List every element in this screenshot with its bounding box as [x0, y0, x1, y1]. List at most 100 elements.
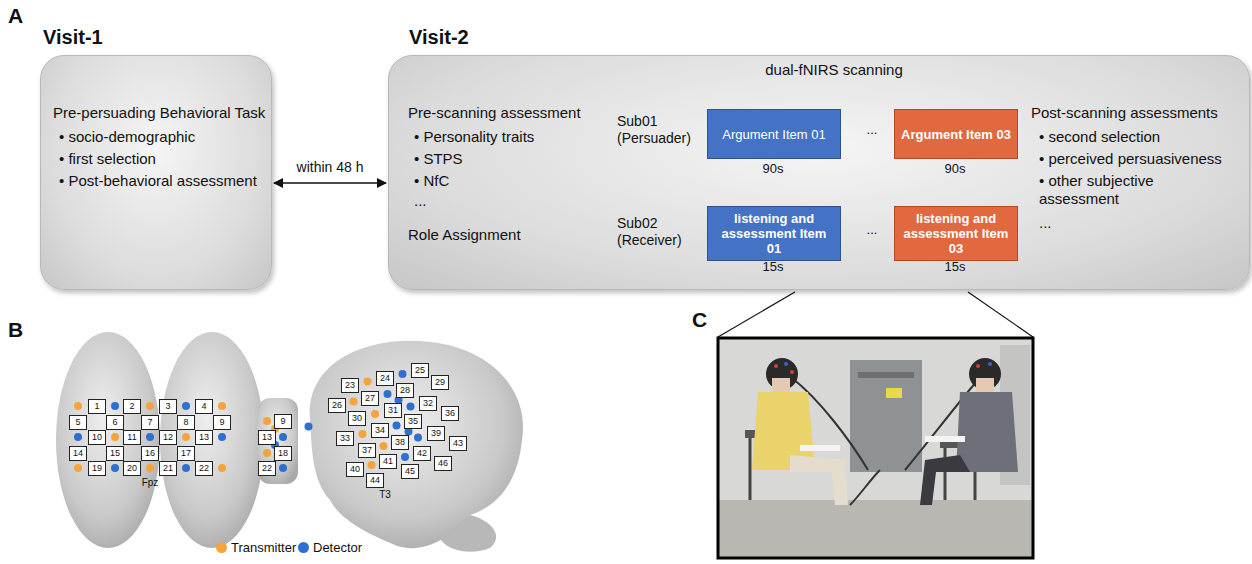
box-text: Argument Item 01: [722, 127, 825, 142]
optode-dot: [111, 433, 119, 441]
brain-lateral-view: [310, 341, 523, 552]
bullet-item: • first selection: [59, 150, 269, 168]
box-text: Argument Item 03: [901, 127, 1011, 142]
channel-number: 11: [123, 430, 141, 445]
legend-text: Transmitter: [231, 540, 296, 555]
section-heading: dual-fNIRS scanning: [719, 61, 949, 79]
optode-dot: [407, 403, 415, 411]
channel-number: 2: [123, 399, 141, 414]
channel-number: 4: [195, 399, 213, 414]
role-label: Sub02 (Receiver): [617, 215, 695, 249]
argument-box: Argument Item 01: [707, 109, 841, 159]
channel-number: 33: [336, 431, 354, 446]
optode-dot: [401, 453, 409, 461]
optode-dot: [414, 434, 422, 442]
channel-number: 3: [159, 399, 177, 414]
optode-dot: [364, 378, 372, 386]
optode-dot: [146, 402, 154, 410]
channel-number: 18: [274, 446, 292, 461]
bullet-item: • Post-behavioral assessment: [59, 172, 269, 190]
task-heading: Pre-persuading Behavioral Task: [53, 104, 268, 122]
channel-number: 10: [88, 430, 106, 445]
bullet-item: • perceived persuasiveness: [1039, 150, 1239, 168]
optode-dot: [279, 433, 287, 441]
section-heading: Pre-scanning assessment: [408, 104, 608, 122]
channel-number: 27: [361, 391, 379, 406]
channel-number: 23: [341, 378, 359, 393]
duration-label: 90s: [935, 161, 975, 176]
channel-number: 6: [106, 415, 124, 430]
channel-number: 29: [431, 375, 449, 390]
section-heading: Post-scanning assessments: [1031, 104, 1241, 122]
channel-number: 34: [371, 423, 389, 438]
channel-number: 25: [411, 363, 429, 378]
channel-number: 42: [413, 446, 431, 461]
box-text: listening and assessment Item 01: [713, 211, 835, 256]
optode-dot: [74, 433, 82, 441]
channel-number: 12: [159, 430, 177, 445]
box-text: listening and assessment Item 03: [900, 211, 1012, 256]
optode-dot: [218, 433, 226, 441]
channel-number: 5: [69, 415, 87, 430]
role-label: Sub01 (Persuader): [617, 113, 695, 147]
channel-number: 39: [427, 426, 445, 441]
legend-swatch: [298, 542, 309, 553]
channel-number: 22: [258, 461, 276, 476]
channel-number: 41: [379, 454, 397, 469]
ellipsis: ...: [852, 222, 892, 237]
channel-number: 17: [177, 446, 195, 461]
visit-panel: Visit-2dual-fNIRS scanningPre-scanning a…: [388, 55, 1250, 290]
channel-number: 20: [123, 461, 141, 476]
panel-letter: C: [692, 308, 707, 332]
landmark-label: Fpz: [135, 477, 165, 488]
ellipsis: ...: [852, 122, 892, 137]
optode-dot: [305, 423, 313, 431]
legend-swatch: [216, 542, 227, 553]
optode-dot: [182, 464, 190, 472]
panel-letter: B: [8, 318, 23, 342]
zoom-line: [718, 292, 795, 337]
channel-number: 15: [106, 446, 124, 461]
duration-label: 15s: [935, 259, 975, 274]
channel-number: 8: [177, 415, 195, 430]
optode-dot: [380, 442, 388, 450]
optode-dot: [182, 433, 190, 441]
ellipsis: ...: [414, 192, 454, 210]
zoom-line: [968, 292, 1033, 337]
double-arrow: [274, 182, 386, 184]
channel-number: 30: [348, 411, 366, 426]
panel-heading: Visit-2: [409, 26, 469, 49]
optode-dot: [74, 464, 82, 472]
channel-number: 37: [358, 443, 376, 458]
optode-dot: [368, 461, 376, 469]
visit-panel: Visit-1Pre-persuading Behavioral Task• s…: [40, 55, 272, 290]
brain-frontal-view: [56, 332, 298, 548]
channel-number: 1: [88, 399, 106, 414]
channel-number: 45: [401, 464, 419, 479]
channel-number: 32: [419, 396, 437, 411]
channel-number: 13: [258, 430, 276, 445]
optode-dot: [399, 370, 407, 378]
landmark-label: T3: [370, 489, 400, 500]
channel-number: 24: [376, 371, 394, 386]
channel-number: 46: [434, 456, 452, 471]
optode-dot: [350, 398, 358, 406]
panel-letter: A: [8, 4, 23, 28]
channel-number: 28: [396, 383, 414, 398]
channel-number: 7: [141, 415, 159, 430]
channel-number: 35: [404, 414, 422, 429]
channel-number: 31: [384, 403, 402, 418]
bullet-item: • Personality traits: [414, 128, 604, 146]
channel-number: 26: [328, 398, 346, 413]
bullet-item: • STPS: [414, 150, 604, 168]
channel-number: 16: [141, 446, 159, 461]
optode-dot: [263, 417, 271, 425]
optode-dot: [111, 402, 119, 410]
channel-number: 9: [274, 414, 292, 429]
optode-dot: [359, 430, 367, 438]
argument-box: Argument Item 03: [894, 109, 1018, 159]
optode-dot: [218, 402, 226, 410]
bullet-item: • second selection: [1039, 128, 1239, 146]
channel-number: 36: [441, 406, 459, 421]
channel-number: 13: [195, 430, 213, 445]
